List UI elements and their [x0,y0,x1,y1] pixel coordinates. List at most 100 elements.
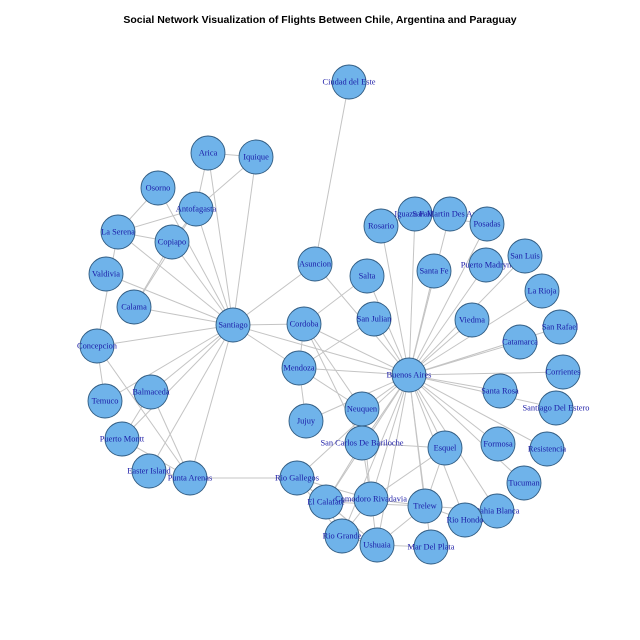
node-label: San Rafael [542,323,579,332]
node-label: Rio Grande [323,532,362,541]
node-osorno: Osorno [140,170,176,206]
node-label: El Calafate [307,498,345,507]
node-circle [469,206,505,242]
node-circle [363,208,399,244]
edge-buenos-aires-cordoba [303,323,410,376]
edge-santiago-easter-island [148,324,234,472]
edge-buenos-aires-rio-gallegos [296,374,410,479]
edge-antofagasta-calama [133,208,197,308]
node-circle [468,247,504,283]
node-circle [133,374,169,410]
edge-concepcion-punta-arenas [96,345,191,479]
node-label: Copiapo [158,238,186,247]
node-san-luis: San Luis [507,238,543,274]
edge-santiago-puerto-montt [121,324,234,440]
edge-buenos-aires-resistencia [408,374,548,450]
edge-buenos-aires-mendoza [298,367,410,376]
node-bahia-blanca: Bahia Blanca [475,493,520,529]
node-circle [100,214,136,250]
node-ushuaia: Ushuaia [359,527,395,563]
node-circle [502,324,538,360]
node-circle [454,302,490,338]
node-label: Santiago [218,321,247,330]
node-san-julian: San Julian [356,301,392,337]
node-label: Santa Rosa [481,387,519,396]
node-label: Esquel [434,444,457,453]
node-label: Santiago Del Estero [523,404,590,413]
node-label: Ushuaia [363,541,391,550]
node-circle [308,484,344,520]
edge-santiago-osorno [157,187,234,326]
node-circle [344,425,380,461]
node-catamarca: Catamarca [502,324,538,360]
node-circle [427,430,463,466]
node-label: Santa Fe [419,267,448,276]
node-neuquen: Neuquen [344,391,380,427]
edge-santiago-antofagasta [195,208,234,326]
edge-buenos-aires-ushuaia [376,374,410,546]
node-comodoro-rivadavia: Comodoro Rivadavia [335,481,407,517]
node-rosario: Rosario [363,208,399,244]
node-circle [324,518,360,554]
edge-buenos-aires-comodoro-rivadavia [370,374,410,500]
node-puerto-montt: Puerto Montt [100,421,145,457]
node-label: Balmaceda [132,388,169,397]
node-label: Formosa [483,440,513,449]
edge-buenos-aires-formosa [408,374,499,445]
node-label: Salta [359,272,376,281]
node-circle [480,426,516,462]
node-label: Posadas [474,220,501,229]
node-circle [279,460,315,496]
node-circle [154,224,190,260]
node-label: Rio Gallegos [275,474,319,483]
node-label: Catamarca [502,338,538,347]
node-circle [397,196,433,232]
node-viedma: Viedma [454,302,490,338]
node-cordoba: Cordoba [286,306,322,342]
node-circle [190,135,226,171]
node-buenos-aires: Buenos Aires [387,357,431,393]
node-puerto-madryn: Puerto Madryn [461,247,512,283]
node-santa-fe: Santa Fe [416,253,452,289]
node-santa-rosa: Santa Rosa [481,373,519,409]
edge-buenos-aires-rio-grande [341,374,410,537]
edge-santiago-valdivia [105,273,234,326]
edge-santiago-buenos-aires [232,324,410,376]
edge-buenos-aires-santa-fe [408,270,435,376]
edge-buenos-aires-posadas [408,223,488,376]
node-valdivia: Valdivia [88,256,124,292]
node-calama: Calama [116,289,152,325]
node-circle [215,307,251,343]
node-circle [178,191,214,227]
node-label: Temuco [92,397,119,406]
node-label: Mendoza [283,364,314,373]
node-circle [349,258,385,294]
node-san-martin-des-andes: San Martin Des Andes [412,196,488,232]
node-asuncion: Asuncion [297,246,333,282]
node-label: Concepcion [77,342,118,351]
node-label: San Luis [510,252,540,261]
node-circle [359,527,395,563]
edge-buenos-aires-puerto-madryn [408,264,487,376]
node-label: Arica [199,149,218,158]
edge-santiago-arica [207,152,234,326]
node-label: Mar Del Plata [408,543,455,552]
node-circle [416,253,452,289]
node-circle [356,301,392,337]
node-salta: Salta [349,258,385,294]
node-circle [288,403,324,439]
node-la-serena: La Serena [100,214,136,250]
node-formosa: Formosa [480,426,516,462]
node-copiapo: Copiapo [154,224,190,260]
node-circle [331,64,367,100]
node-label: La Serena [101,228,135,237]
node-concepcion: Concepcion [77,328,118,364]
node-easter-island: Easter Island [127,453,172,489]
edge-buenos-aires-rosario [380,225,410,376]
node-label: San Julian [357,315,392,324]
edge-santiago-balmaceda [150,324,234,393]
node-circle [407,488,443,524]
node-label: Calama [121,303,147,312]
node-label: Neuquen [347,405,378,414]
node-circle [413,529,449,565]
